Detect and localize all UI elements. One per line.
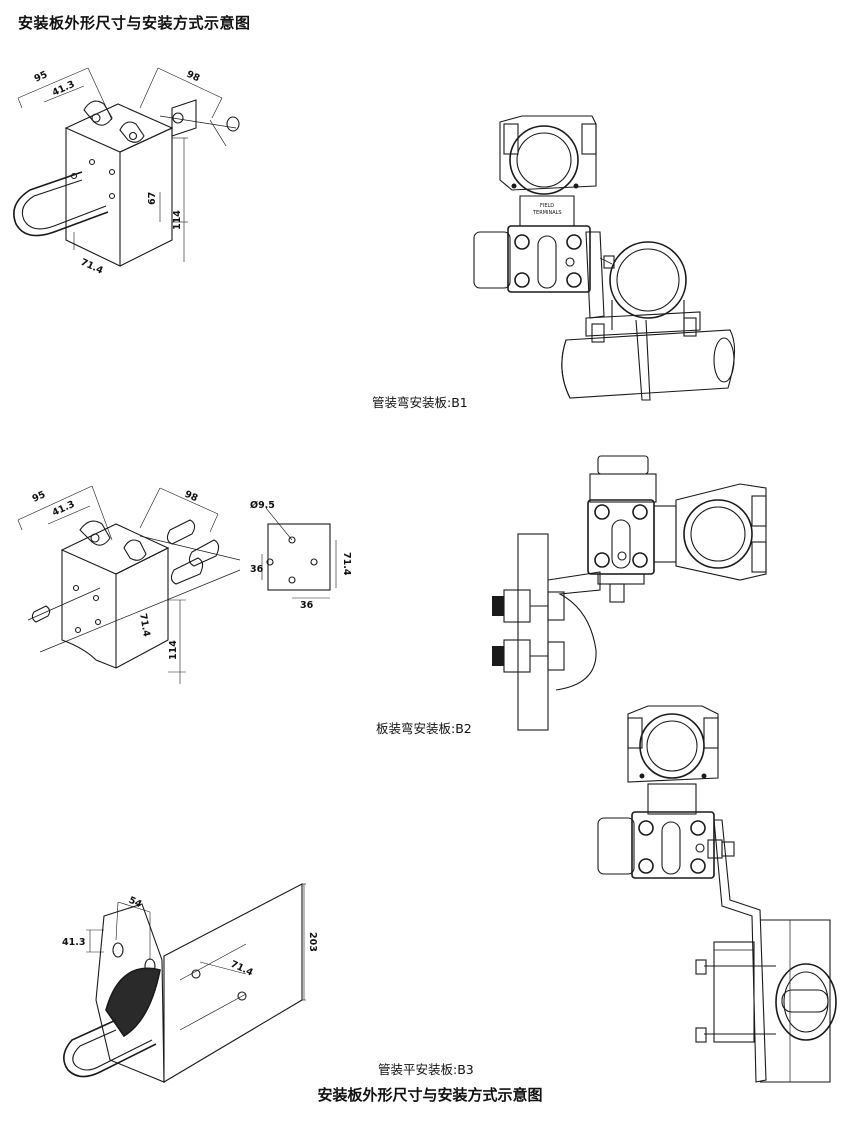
b2-bracket-drawing: 95 41.3 98 71.4 114 — [17, 485, 241, 684]
page-title: 安装板外形尺寸与安装方式示意图 — [18, 14, 251, 32]
b1-terminals-label: TERMINALS — [532, 210, 562, 216]
b2-dim-98: 98 — [183, 489, 200, 505]
b1-dim-41: 41.3 — [51, 79, 77, 99]
b2-transmitter-assembly — [492, 455, 767, 731]
b3-transmitter-assembly — [597, 705, 837, 1083]
b1-dim-95: 95 — [33, 69, 50, 85]
b3-dim-41: 41.3 — [62, 937, 85, 948]
b3-caption: 管装平安装板:B3 — [378, 1062, 474, 1077]
b1-transmitter-assembly: FIELD TERMINALS — [473, 115, 736, 401]
b2-dim-71: 71.4 — [137, 613, 152, 638]
b2-dim-41: 41.3 — [51, 499, 77, 519]
b1-dim-98: 98 — [185, 69, 202, 85]
b2-dim-dia: Ø9.5 — [250, 500, 275, 511]
b2-dim-h36: 36 — [250, 564, 264, 575]
b1-dim-67: 67 — [147, 192, 158, 205]
b3-dim-54: 54 — [127, 895, 144, 911]
b3-dim-71: 71.4 — [229, 959, 255, 979]
footer-title: 安装板外形尺寸与安装方式示意图 — [317, 1086, 543, 1104]
b3-dim-203: 203 — [307, 932, 318, 952]
b2-dim-95: 95 — [31, 489, 48, 505]
b2-hole-pattern: Ø9.5 36 36 71.4 — [250, 500, 352, 611]
b1-bracket-drawing: 95 41.3 98 67 114 — [13, 67, 240, 277]
b2-caption: 板装弯安装板:B2 — [376, 721, 472, 736]
b2-dim-114: 114 — [168, 640, 179, 660]
b1-caption: 管装弯安装板:B1 — [372, 395, 468, 410]
b2-dim-v71: 71.4 — [341, 552, 352, 576]
b2-dim-v36: 36 — [300, 600, 314, 611]
b1-field-label: FIELD — [540, 203, 554, 209]
b1-dim-114: 114 — [172, 210, 183, 230]
b3-bracket-drawing: 71.4 203 54 41.3 — [62, 883, 318, 1083]
b1-dim-71: 71.4 — [79, 257, 105, 277]
